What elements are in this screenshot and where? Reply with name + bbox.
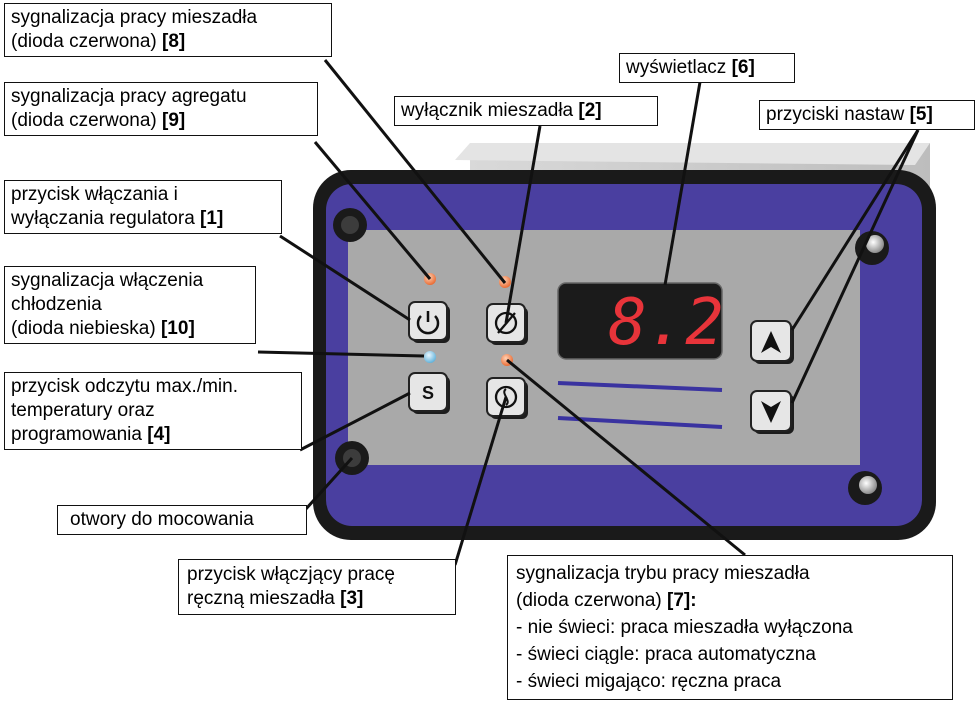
leader-5b xyxy=(790,129,920,404)
up-button[interactable] xyxy=(750,320,794,364)
label-mixer-manual-button: przycisk włączjący pracę ręczną mieszadł… xyxy=(178,559,456,615)
label-mixer-mode-led: sygnalizacja trybu pracy mieszadła (diod… xyxy=(507,555,953,700)
leader-6 xyxy=(663,81,702,286)
leader-9 xyxy=(313,141,432,280)
leader-8 xyxy=(323,59,507,284)
leader-mount xyxy=(303,456,354,512)
power-button[interactable] xyxy=(408,301,450,343)
leader-10 xyxy=(257,350,425,358)
s-button-label: S xyxy=(422,383,434,403)
display-window xyxy=(557,282,723,360)
label-cooling-led: sygnalizacja włączenia chłodzenia (dioda… xyxy=(4,266,256,344)
label-mounting-holes: otwory do mocowania xyxy=(57,505,307,535)
down-button[interactable] xyxy=(750,390,794,434)
label-set-buttons: przyciski nastaw [5] xyxy=(759,100,975,130)
stripe-upper xyxy=(557,381,723,392)
label-display: wyświetlacz [6] xyxy=(619,53,795,83)
s-button[interactable]: S xyxy=(408,372,450,414)
label-power-button: przycisk włączania i wyłączania regulato… xyxy=(4,180,282,234)
arrow-down-icon xyxy=(761,401,781,423)
label-compressor-led: sygnalizacja pracy agregatu (dioda czerw… xyxy=(4,82,318,136)
label-mixer-off-button: wyłącznik mieszadła [2] xyxy=(394,96,658,126)
arrow-up-icon xyxy=(761,331,781,353)
leader-lines xyxy=(257,59,920,566)
led-cooling xyxy=(424,351,436,363)
label-s-button: przycisk odczytu max./min. temperatury o… xyxy=(4,372,302,450)
housing-top xyxy=(455,143,930,165)
leader-1 xyxy=(279,234,411,322)
leader-7 xyxy=(506,358,746,557)
leader-4 xyxy=(299,391,411,452)
leader-5a xyxy=(790,129,920,331)
mounting-hole-bottom-right xyxy=(848,471,882,505)
leader-2 xyxy=(504,125,542,324)
leader-3 xyxy=(453,396,508,566)
stripe-lower xyxy=(557,416,723,429)
mounting-hole-top-right xyxy=(855,231,889,265)
mixer-manual-button[interactable] xyxy=(486,377,528,419)
display-value: 8.2 xyxy=(608,286,724,360)
label-mixer-work-led: sygnalizacja pracy mieszadła (dioda czer… xyxy=(4,3,332,57)
mounting-hole-top-left xyxy=(333,208,367,242)
power-icon xyxy=(416,315,440,335)
